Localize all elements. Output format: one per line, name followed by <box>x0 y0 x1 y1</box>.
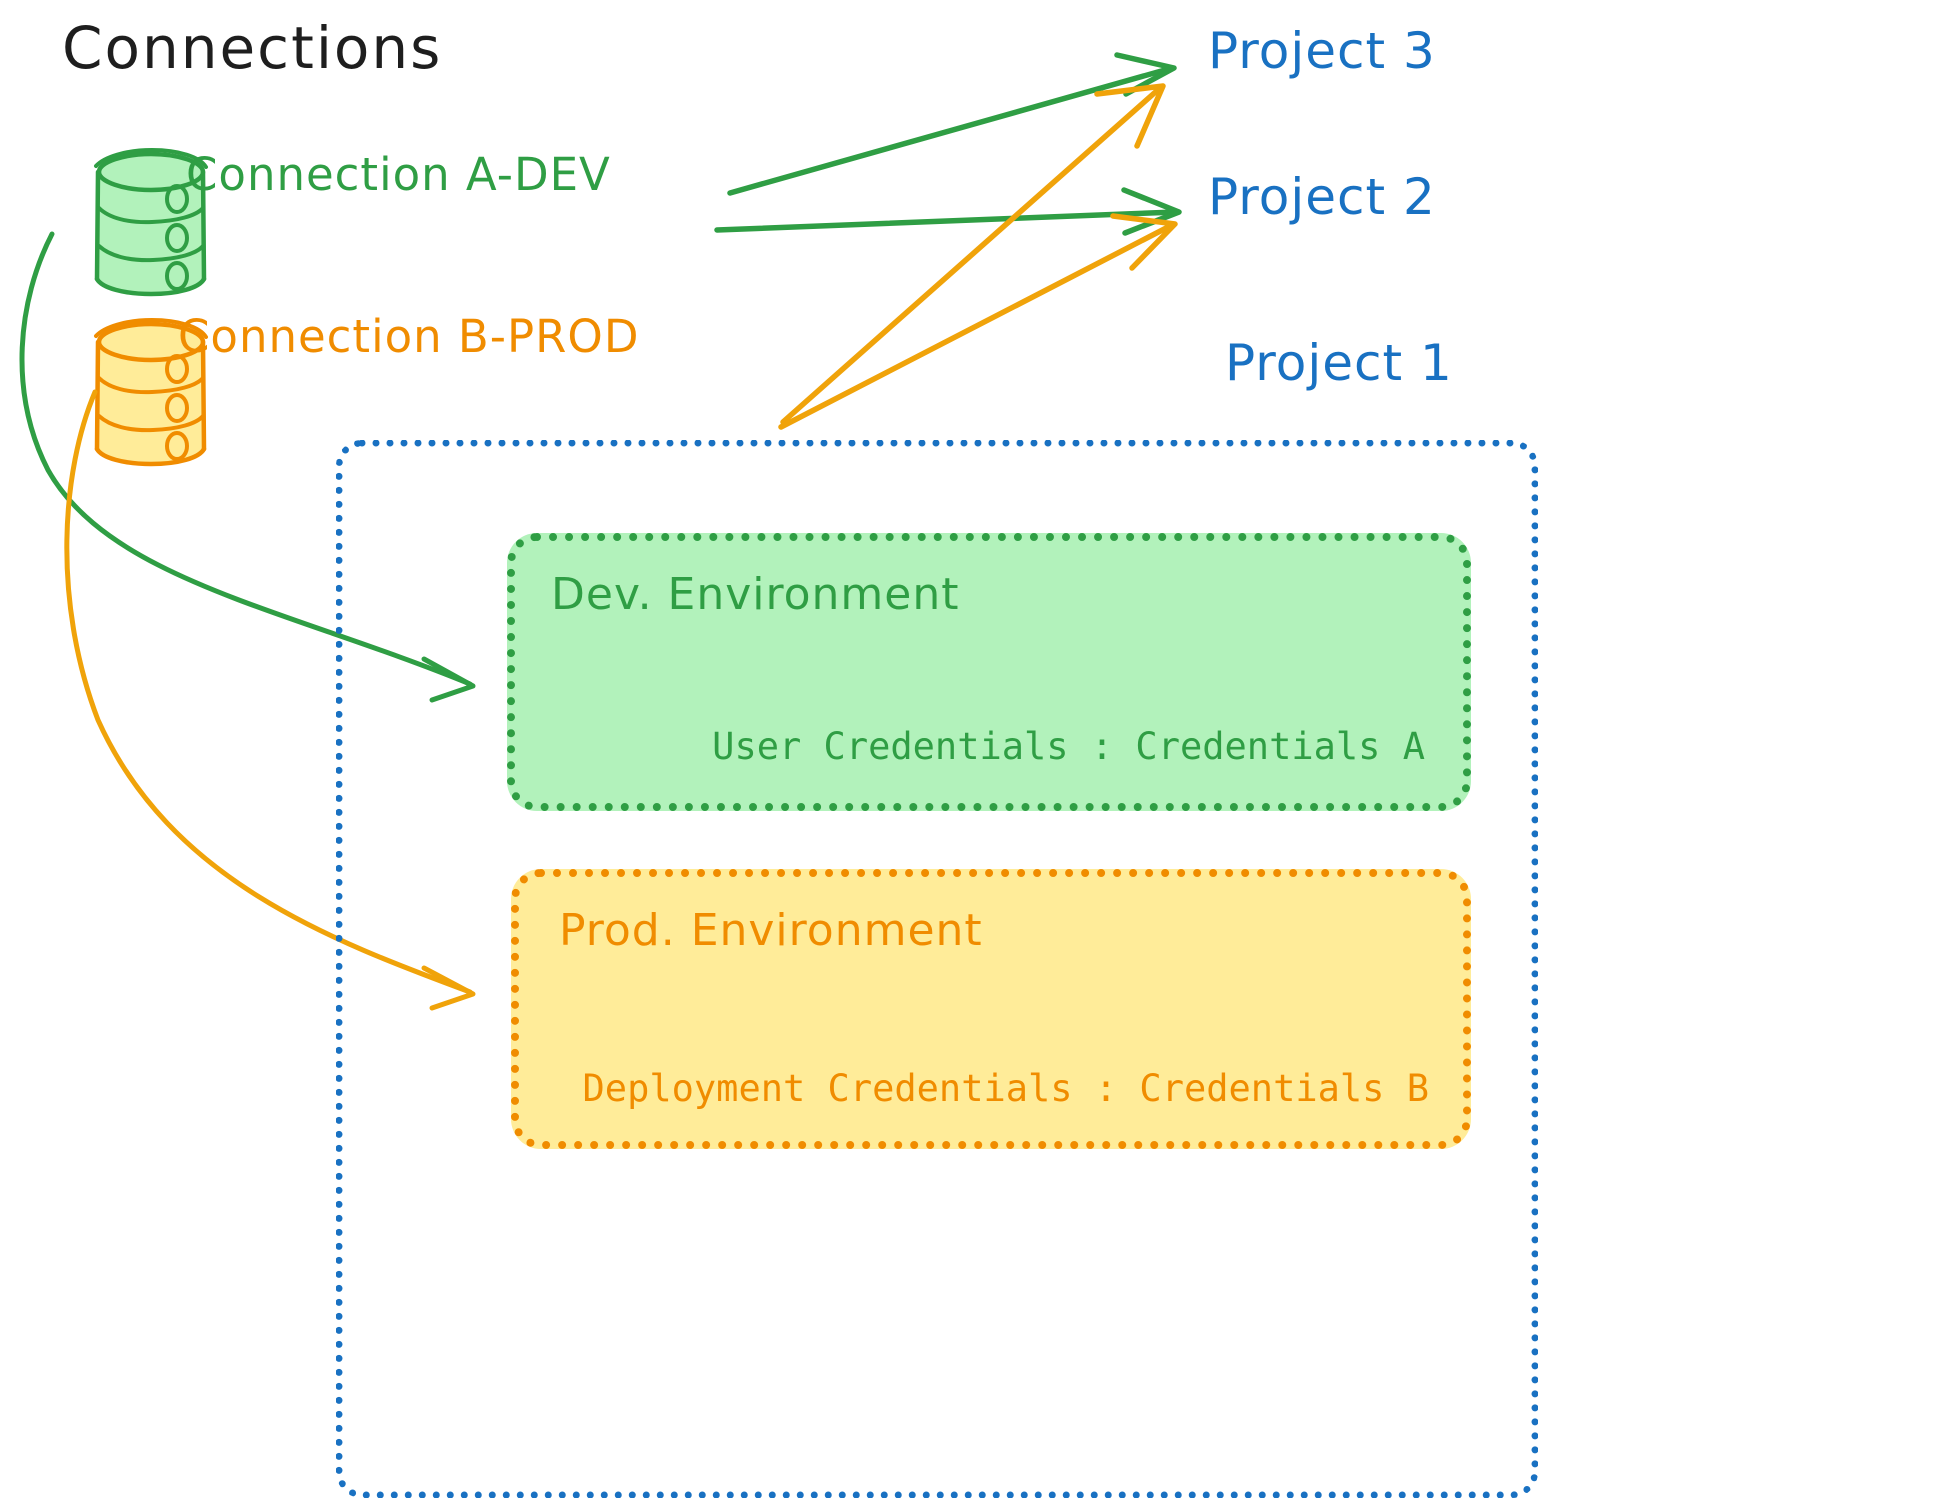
edge-a-dev-to-project-3 <box>727 52 1177 196</box>
project-1-container: Dev. Environment User Credentials : Cred… <box>336 440 1538 1498</box>
prod-environment-box[interactable]: Prod. Environment Deployment Credentials… <box>511 869 1471 1149</box>
page-title: Connections <box>62 14 443 82</box>
connection-label-a-dev[interactable]: Connection A-DEV <box>186 148 611 201</box>
prod-environment-credentials: Deployment Credentials : Credentials B <box>582 1067 1429 1110</box>
dev-environment-box[interactable]: Dev. Environment User Credentials : Cred… <box>507 533 1471 811</box>
dev-environment-credentials: User Credentials : Credentials A <box>712 725 1425 768</box>
edge-b-prod-to-project-3 <box>780 83 1166 425</box>
connection-label-b-prod[interactable]: Connection B-PROD <box>178 310 640 363</box>
edge-a-dev-to-project-2 <box>714 187 1182 236</box>
project-label-project-1[interactable]: Project 1 <box>1225 334 1453 392</box>
edge-b-prod-to-project-2 <box>778 213 1178 430</box>
dev-environment-title: Dev. Environment <box>551 569 960 620</box>
project-label-project-2[interactable]: Project 2 <box>1208 168 1436 226</box>
project-label-project-3[interactable]: Project 3 <box>1208 22 1436 80</box>
prod-environment-title: Prod. Environment <box>559 905 983 956</box>
